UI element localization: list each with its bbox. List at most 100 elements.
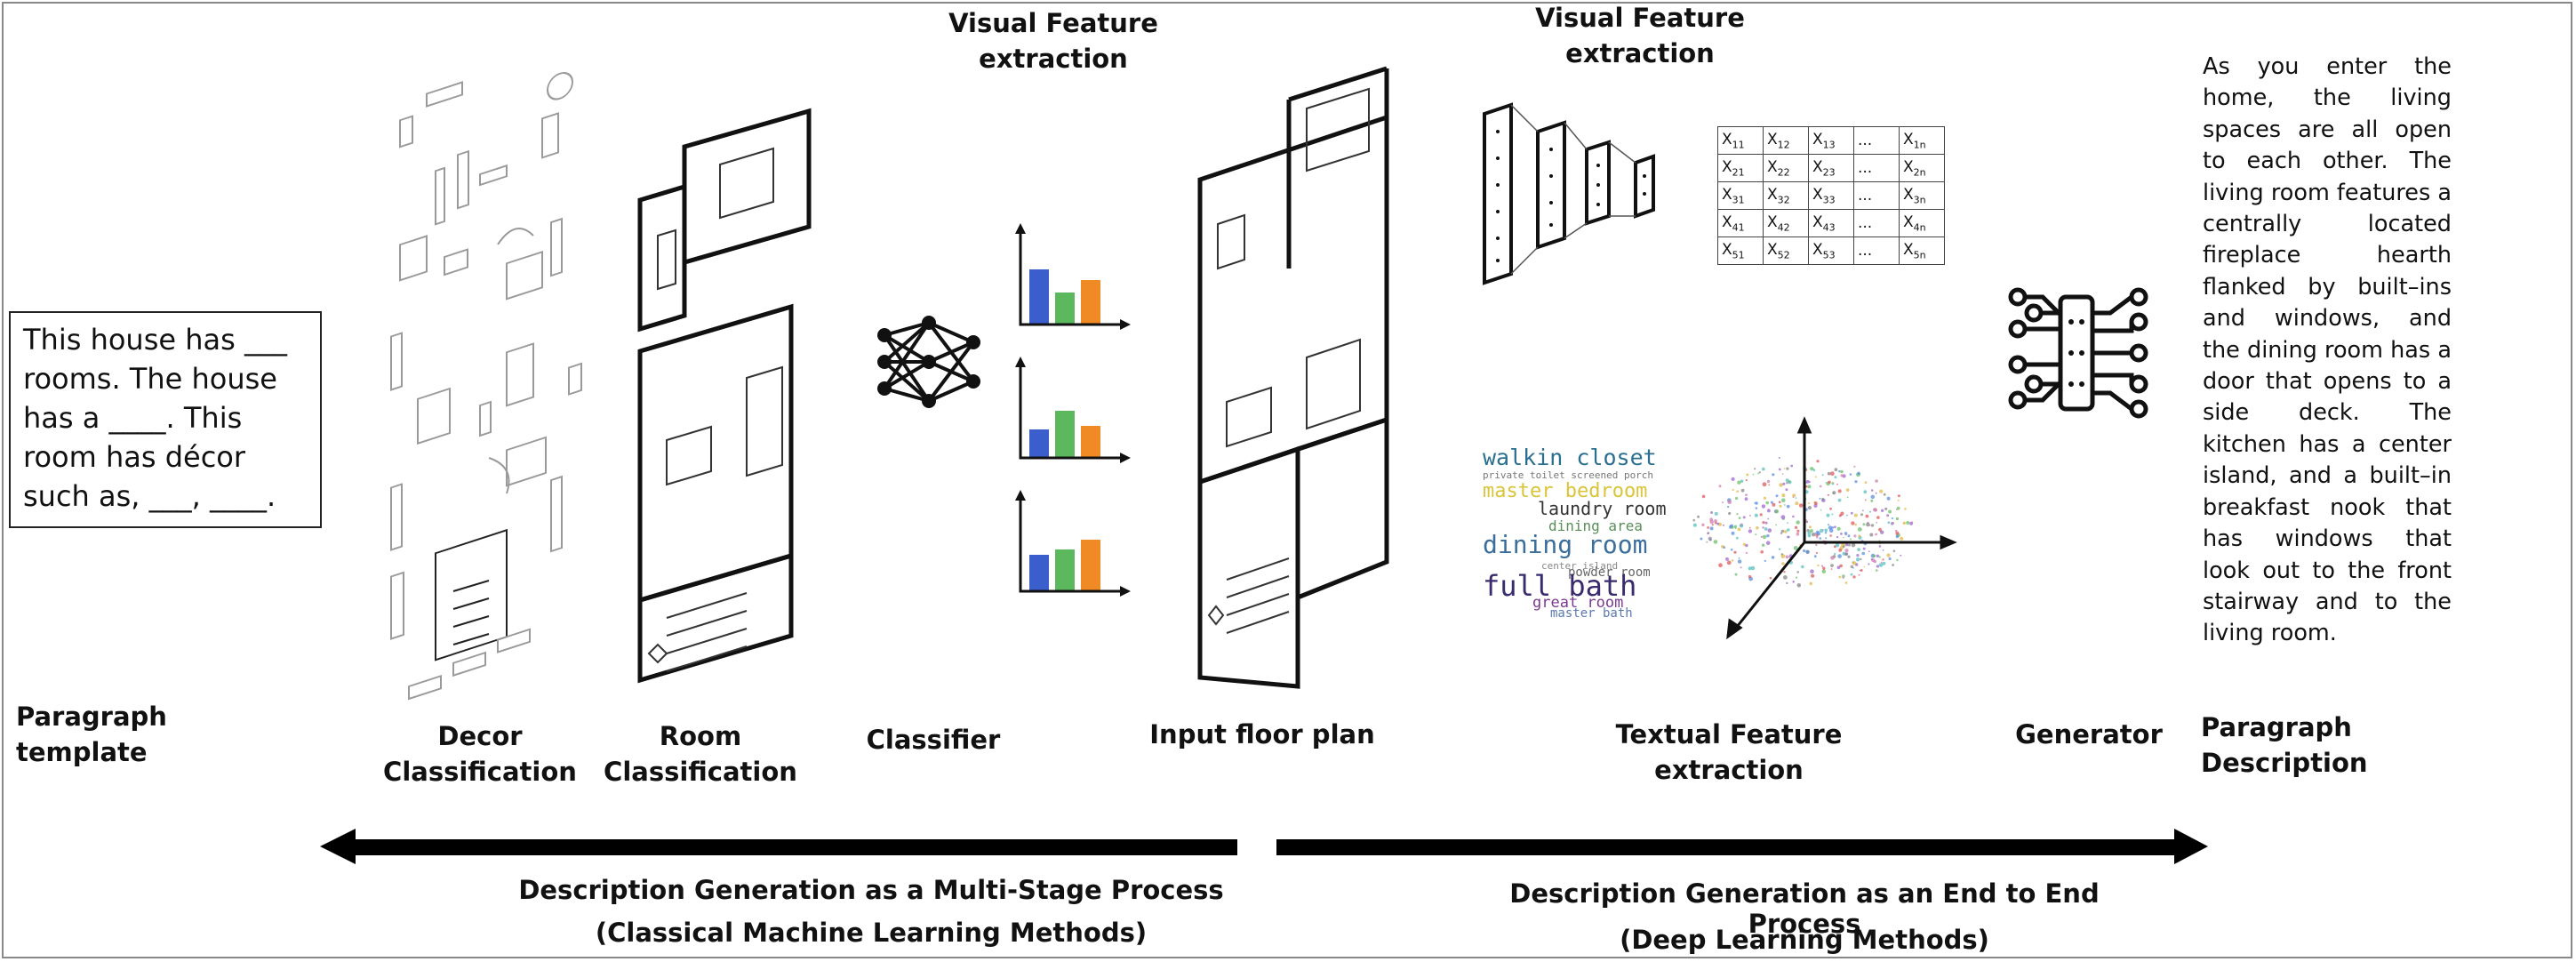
scatter-point (1830, 564, 1834, 567)
bar (1055, 293, 1075, 325)
bar (1081, 426, 1100, 458)
scatter-point (1726, 560, 1732, 565)
scatter-point (1826, 513, 1830, 517)
scatter-point (1878, 527, 1882, 532)
scatter-point (1870, 499, 1874, 502)
scatter-point (1849, 473, 1852, 476)
scatter-point (1868, 525, 1871, 526)
scatter-point (1784, 530, 1788, 533)
scatter-point (1860, 569, 1863, 572)
scatter-point (1840, 474, 1844, 477)
bar (1055, 411, 1075, 458)
scatter-point (1896, 506, 1900, 510)
scatter-point (1701, 494, 1706, 499)
scatter-point (1738, 517, 1741, 519)
scatter-point (1882, 561, 1886, 565)
scatter-point (1900, 536, 1904, 541)
scatter-point (1692, 518, 1695, 522)
label-generator: Generator (2015, 719, 2163, 750)
word-cloud-term: walkin closet (1483, 445, 1657, 470)
scatter-point (1829, 534, 1832, 537)
room-floor-plan-illustration (637, 108, 812, 684)
scatter-point (1868, 563, 1870, 565)
scatter-point (1862, 523, 1866, 526)
scatter-point (1838, 549, 1843, 552)
scatter-point (1733, 525, 1738, 528)
scatter-point (1787, 535, 1790, 539)
scatter-point (1828, 528, 1834, 533)
scatter-point (1794, 525, 1798, 529)
scatter-point (1796, 529, 1800, 533)
scatter-point (1762, 521, 1765, 525)
matrix-cell: X53 (1808, 236, 1854, 265)
scatter-point (1859, 569, 1861, 572)
scatter-point (1840, 469, 1844, 474)
bar (1081, 540, 1100, 591)
scatter-point (1785, 555, 1789, 559)
scatter-point (1844, 549, 1849, 553)
scatter-point (1730, 549, 1733, 551)
scatter-point (1822, 566, 1826, 570)
scatter-point (1807, 485, 1812, 489)
scatter-point (1850, 538, 1852, 541)
scatter-point (1853, 513, 1858, 517)
scatter-point (1755, 507, 1758, 509)
scatter-point (1780, 532, 1783, 534)
scatter-point (1780, 553, 1783, 556)
scatter-point (1727, 505, 1730, 509)
scatter-point (1844, 543, 1849, 547)
scatter-point (1825, 537, 1828, 540)
scatter-point (1718, 485, 1722, 488)
scatter-point (1821, 474, 1824, 477)
scatter-point (1852, 561, 1857, 565)
scatter-point (1862, 547, 1866, 550)
matrix-cell: ... (1853, 181, 1900, 210)
scatter-point (1876, 522, 1877, 524)
matrix-cell: X32 (1763, 181, 1809, 210)
word-cloud-term: master bedroom (1483, 480, 1648, 502)
scatter-point (1844, 532, 1848, 535)
scatter-point (1727, 500, 1732, 504)
scatter-point (1737, 527, 1741, 532)
scatter-point (1836, 483, 1838, 485)
scatter-point (1850, 511, 1853, 515)
scatter-point (1829, 507, 1832, 510)
word-cloud-term: dining room (1483, 530, 1648, 559)
scatter-point (1764, 521, 1768, 525)
scatter-point (1766, 533, 1770, 538)
scatter-point (1748, 514, 1751, 517)
scatter-point (1775, 524, 1778, 526)
scatter-point (1795, 576, 1798, 579)
scatter-point (1888, 509, 1892, 514)
scatter-point (1748, 566, 1752, 571)
scatter-point (1887, 521, 1891, 525)
scatter-point (1809, 581, 1812, 586)
scatter-point (1878, 556, 1881, 558)
scatter-point (1733, 550, 1737, 554)
scatter-point (1876, 516, 1880, 519)
scatter-point (1902, 522, 1905, 525)
scatter-point (1709, 526, 1714, 531)
scatter-point (1886, 496, 1891, 501)
scatter-point (1737, 480, 1741, 485)
label-textual-feature-extraction: Textual Feature extraction (1615, 719, 1843, 785)
scatter-point (1850, 565, 1853, 568)
scatter-point (1858, 573, 1860, 576)
scatter-point (1763, 496, 1766, 500)
input-floor-plan-illustration (1197, 66, 1389, 689)
scatter-point (1768, 484, 1771, 486)
scatter-point (1742, 516, 1746, 519)
matrix-cell: X52 (1763, 236, 1809, 265)
scatter-point (1831, 513, 1834, 516)
cnn-layers-icon (1483, 102, 1655, 285)
scatter-point (1722, 501, 1724, 504)
decor-pieces-illustration (390, 71, 582, 701)
scatter-point (1886, 553, 1891, 557)
scatter-point (1886, 514, 1890, 517)
scatter-point (1784, 504, 1786, 506)
scatter-point (1745, 493, 1748, 496)
scatter-point (1805, 549, 1809, 554)
scatter-point (1878, 563, 1884, 567)
scatter-point (1843, 545, 1845, 548)
